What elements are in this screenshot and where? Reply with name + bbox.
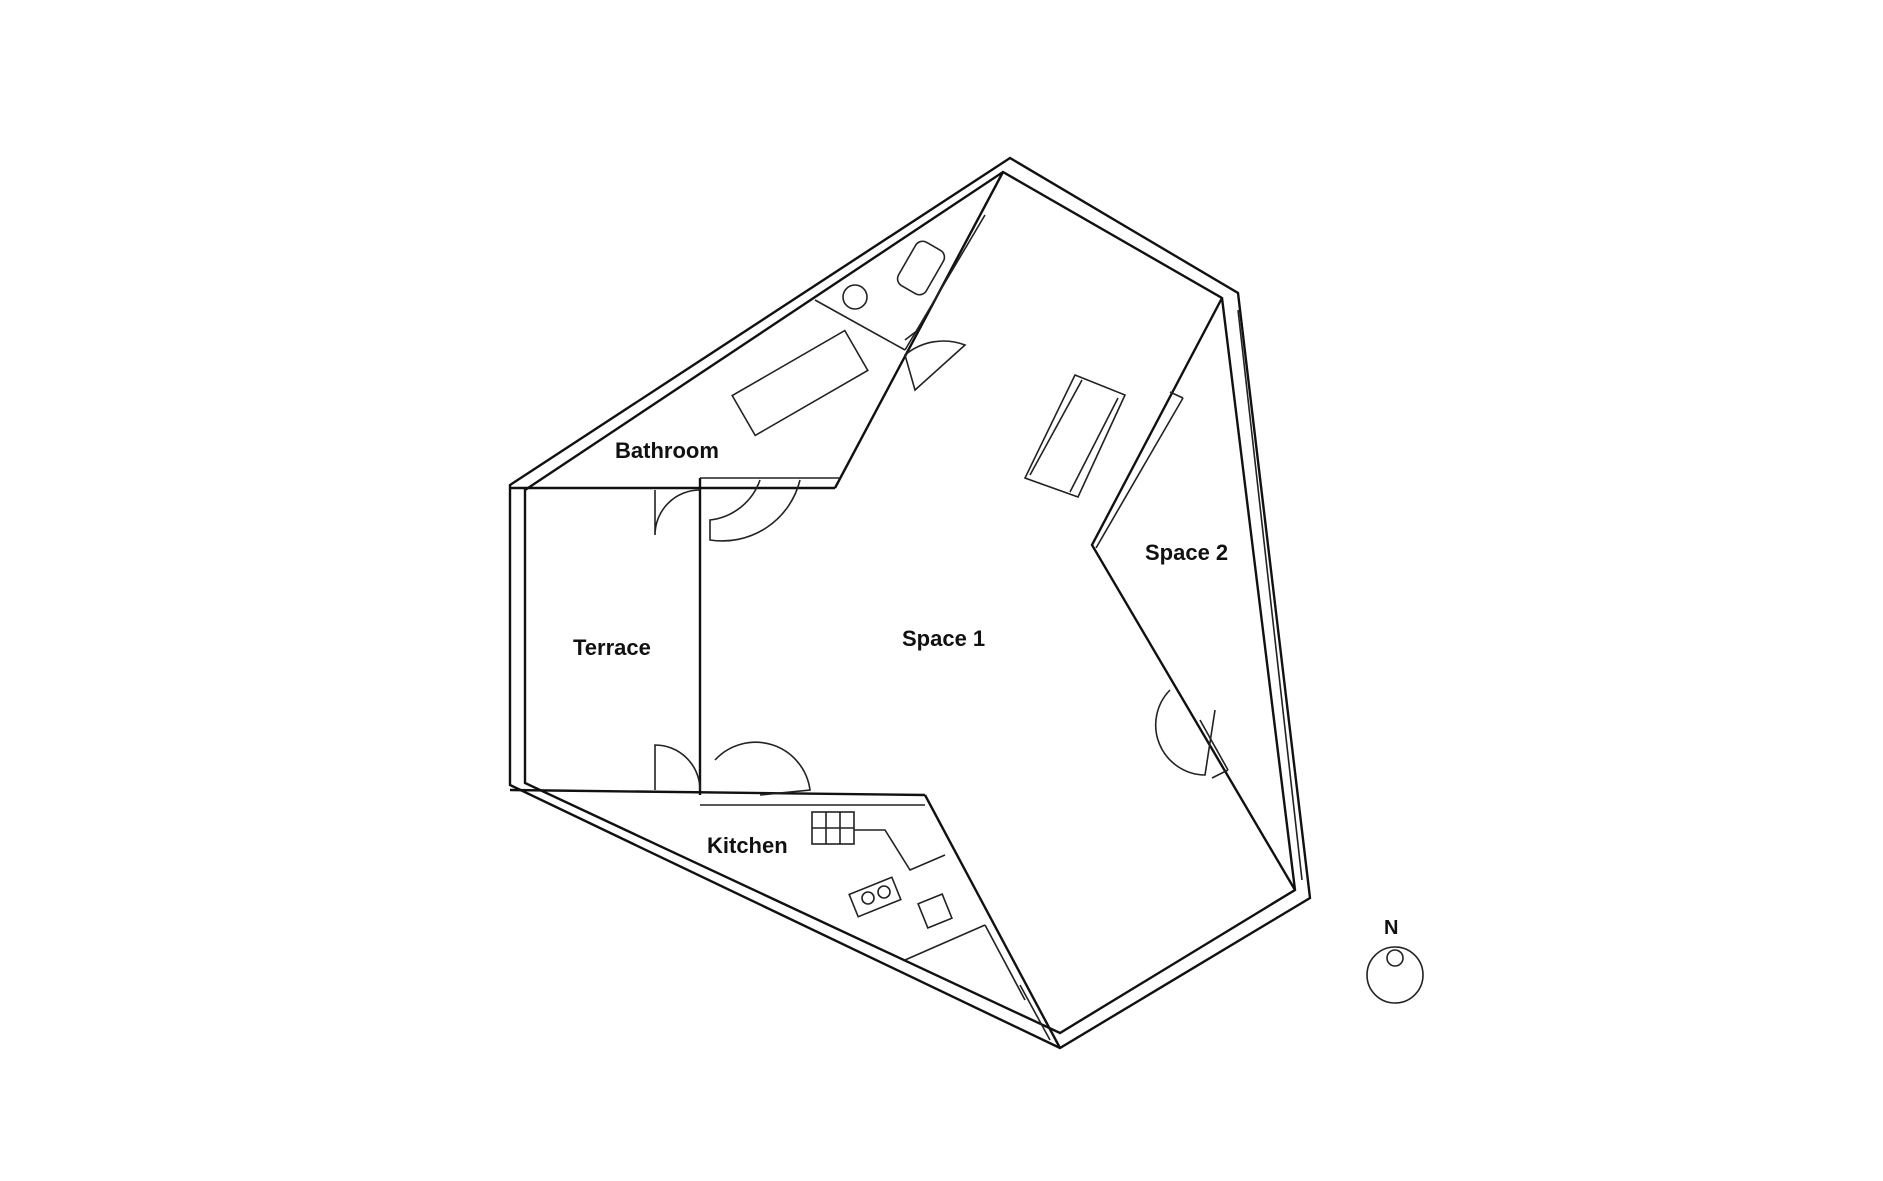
skylight-fixture [1023,373,1127,499]
door-swing-space1-kitchen [714,741,811,796]
label-space-2: Space 2 [1145,540,1228,565]
door-swing-bathroom-space1 [709,479,801,542]
toilet-fixture [842,284,868,310]
door-swing-bathroom-terrace [654,489,701,536]
door-swing-bathroom-top [904,340,967,392]
kitchen-walls [904,794,1062,1049]
label-terrace: Terrace [573,635,651,660]
north-label: N [1384,917,1398,939]
double-sink-fixture [848,876,902,918]
fridge-fixture [917,893,953,929]
bathroom-walls [510,171,1005,490]
exterior-walls [508,156,1312,1050]
door-swings [654,340,1216,796]
space2-walls [1090,297,1303,891]
label-kitchen: Kitchen [707,833,788,858]
kitchen-fixtures [811,811,953,929]
north-arrow-icon: N [1366,917,1424,1004]
sink-fixture [896,240,946,296]
bathtub-fixture [731,329,869,437]
label-space-1: Space 1 [902,626,985,651]
bathroom-fixtures [731,240,946,437]
door-swing-space2 [1154,689,1216,776]
door-swing-terrace-bottom [654,744,701,791]
terrace-walls [509,478,926,806]
label-bathroom: Bathroom [615,438,719,463]
